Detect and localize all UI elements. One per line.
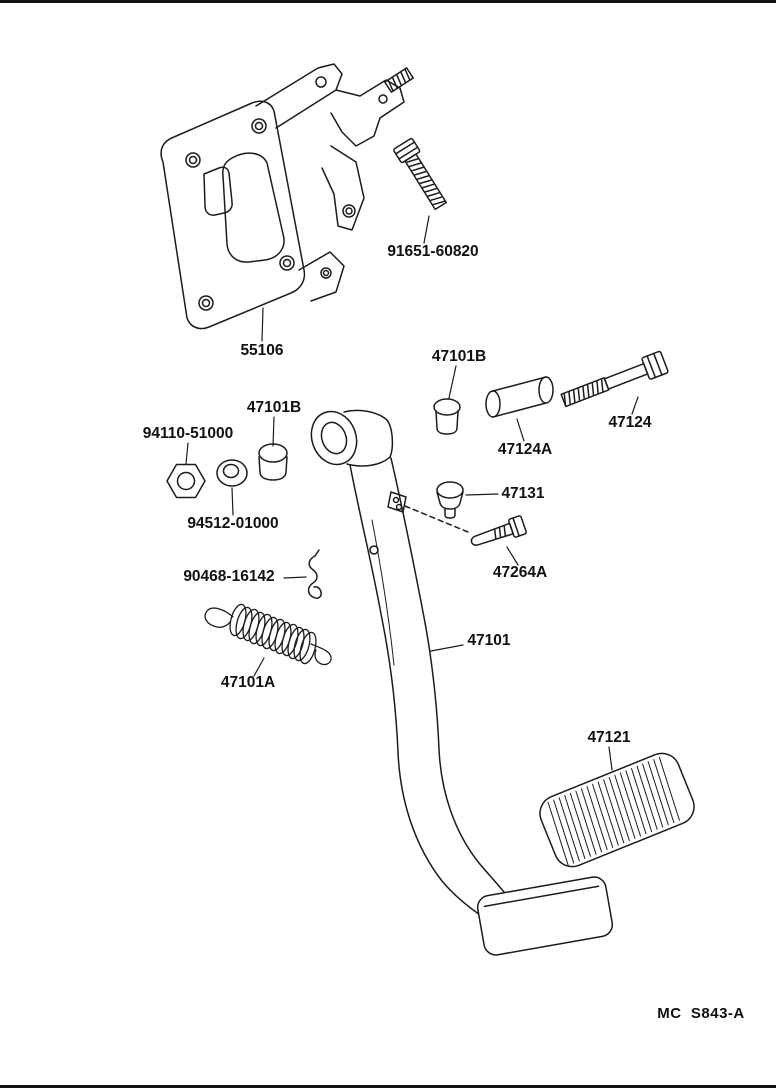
leader-nut bbox=[185, 442, 189, 465]
pedal-arm-drawing bbox=[310, 409, 614, 956]
label-nut: 94110-51000 bbox=[143, 425, 234, 442]
diagram-code: MC S843-A bbox=[657, 1005, 745, 1022]
bushing-right-drawing bbox=[433, 398, 461, 435]
page-border-top bbox=[0, 0, 776, 3]
leader-lines bbox=[185, 215, 639, 771]
clip-drawing bbox=[307, 549, 322, 599]
label-clip: 90468-16142 bbox=[183, 568, 274, 585]
pivot-bolt-drawing bbox=[560, 350, 669, 408]
leader-collar bbox=[516, 418, 525, 442]
stopper-drawing bbox=[436, 481, 464, 519]
label-upper-bolt: 91651-60820 bbox=[387, 243, 478, 260]
label-bracket: 55106 bbox=[240, 342, 283, 359]
pedal-pad-drawing bbox=[539, 752, 695, 868]
spring-drawing bbox=[204, 603, 332, 666]
leader-upper-bolt bbox=[423, 215, 430, 244]
leader-spring bbox=[253, 657, 265, 677]
label-bushing-left: 47101B bbox=[247, 399, 301, 416]
bushing-left-drawing bbox=[258, 443, 288, 481]
leader-pedal-arm bbox=[430, 644, 464, 652]
leader-bushing-right bbox=[448, 365, 457, 399]
label-bushing-right: 47101B bbox=[432, 348, 486, 365]
leader-pin bbox=[506, 546, 519, 566]
bracket-drawing bbox=[160, 63, 414, 330]
leader-clip bbox=[283, 576, 307, 579]
nut-drawing bbox=[166, 463, 206, 499]
label-stopper: 47131 bbox=[501, 485, 544, 502]
pedal-plate bbox=[476, 876, 614, 956]
collar-drawing bbox=[485, 376, 554, 418]
label-washer: 94512-01000 bbox=[187, 515, 278, 532]
label-collar: 47124A bbox=[498, 441, 552, 458]
leader-pedal-pad bbox=[608, 746, 613, 771]
label-pivot-bolt: 47124 bbox=[608, 414, 651, 431]
washer-drawing bbox=[216, 459, 248, 487]
label-pedal-arm: 47101 bbox=[467, 632, 510, 649]
label-pedal-pad: 47121 bbox=[587, 729, 630, 746]
leader-bushing-left bbox=[272, 416, 275, 447]
leader-stopper bbox=[465, 493, 499, 496]
leader-washer bbox=[231, 487, 234, 516]
upper-bolt-drawing bbox=[393, 137, 447, 211]
leader-bracket bbox=[261, 307, 264, 342]
pin-drawing bbox=[470, 515, 527, 546]
page-border-bottom bbox=[0, 1085, 776, 1088]
assembly-dash-line bbox=[404, 505, 469, 533]
bracket-stud bbox=[384, 67, 414, 93]
leader-pivot-bolt bbox=[631, 396, 639, 415]
label-spring: 47101A bbox=[221, 674, 275, 691]
label-pin: 47264A bbox=[493, 564, 547, 581]
